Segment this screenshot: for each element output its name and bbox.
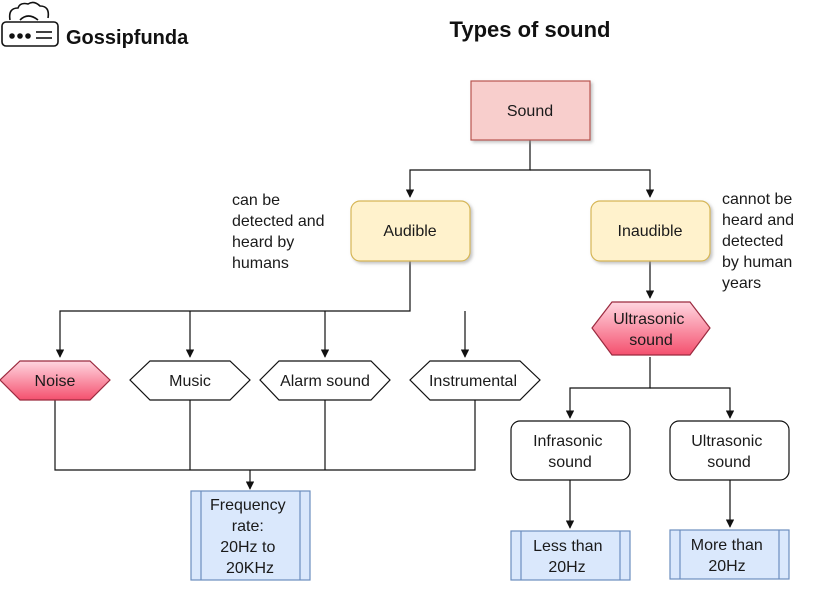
node-less-than-label: Less than 20Hz bbox=[533, 538, 607, 576]
node-more-than-label: More than 20Hz bbox=[691, 537, 768, 575]
node-instrumental-label: Instrumental bbox=[429, 373, 517, 390]
node-frequency-label: Frequency rate: 20Hz to 20KHz bbox=[210, 497, 290, 577]
connector-lines bbox=[54, 140, 735, 529]
node-ultrasonic-bottom-label: Ultrasonic sound bbox=[691, 433, 767, 471]
gossip-robot-logo-icon bbox=[1, 1, 59, 47]
node-frequency-rate: Frequency rate: 20Hz to 20KHz bbox=[190, 490, 311, 581]
node-audible: Audible bbox=[350, 200, 471, 262]
node-infrasonic-sound: Infrasonic sound bbox=[510, 420, 631, 481]
node-instrumental: Instrumental bbox=[409, 360, 541, 401]
node-music-label: Music bbox=[169, 373, 211, 390]
diagram-title: Types of sound bbox=[450, 17, 611, 42]
node-sound: Sound bbox=[470, 80, 591, 141]
node-alarm-sound: Alarm sound bbox=[259, 360, 391, 401]
node-inaudible-label: Inaudible bbox=[618, 223, 683, 240]
note-audible: can be detected and heard by humans bbox=[232, 192, 329, 272]
node-noise-label: Noise bbox=[35, 373, 76, 390]
node-infrasonic-label: Infrasonic sound bbox=[533, 433, 607, 471]
note-inaudible: cannot be heard and detected by human ye… bbox=[722, 191, 799, 292]
node-alarm-label: Alarm sound bbox=[280, 373, 370, 390]
node-music: Music bbox=[129, 360, 251, 401]
node-less-than-20hz: Less than 20Hz bbox=[510, 530, 631, 581]
node-ultrasonic-sound-bottom: Ultrasonic sound bbox=[669, 420, 790, 481]
node-audible-label: Audible bbox=[383, 223, 436, 240]
node-ultrasonic-top-label: Ultrasonic sound bbox=[613, 311, 689, 349]
node-inaudible: Inaudible bbox=[590, 200, 711, 262]
brand-name: Gossipfunda bbox=[66, 27, 189, 49]
brand-logo: Gossipfunda bbox=[1, 1, 189, 49]
node-sound-label: Sound bbox=[507, 103, 553, 120]
node-noise: Noise bbox=[0, 360, 111, 401]
node-more-than-20hz: More than 20Hz bbox=[669, 529, 790, 580]
node-ultrasonic-sound-top: Ultrasonic sound bbox=[591, 301, 711, 356]
